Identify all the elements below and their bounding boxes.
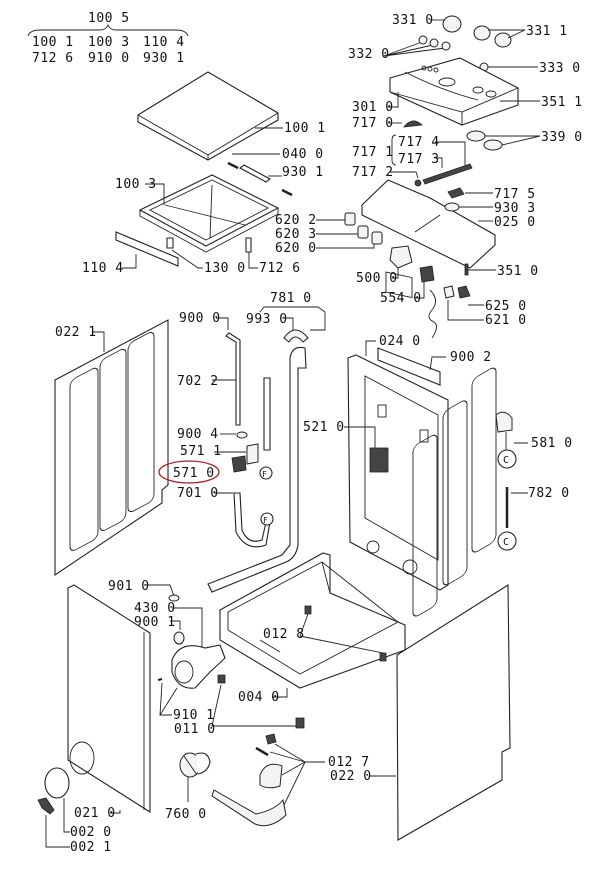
part-label-332-0: 332 0 xyxy=(348,47,390,62)
kit-item: 712 6 xyxy=(32,51,74,66)
part-label-621-0: 621 0 xyxy=(485,313,527,328)
part-label-022-0: 022 0 xyxy=(330,769,372,784)
part-label-025-0: 025 0 xyxy=(494,215,536,230)
part-label-351-1: 351 1 xyxy=(541,95,583,110)
part-label-012-8: 012 8 xyxy=(263,627,305,642)
connector-f-label-2: F xyxy=(263,516,268,525)
part-label-002-1: 002 1 xyxy=(70,840,112,855)
connector-c-label-2: C xyxy=(503,537,510,548)
part-label-011-0: 011 0 xyxy=(174,722,216,737)
part-label-110-4: 110 4 xyxy=(82,261,124,276)
top-frame xyxy=(138,174,280,253)
kit-item: 100 3 xyxy=(88,35,130,50)
part-label-430-0: 430 0 xyxy=(134,601,176,616)
side-panel-right xyxy=(396,367,511,841)
part-label-040-0: 040 0 xyxy=(282,147,324,162)
connector-c-label: C xyxy=(503,455,510,466)
kit-item: 100 1 xyxy=(32,35,74,50)
valve-571 xyxy=(231,455,247,473)
kit-item: 910 0 xyxy=(88,51,130,66)
part-label-581-0: 581 0 xyxy=(531,436,573,451)
part-label-900-1: 900 1 xyxy=(134,615,176,630)
part-label-901-0: 901 0 xyxy=(108,579,150,594)
connector-f-label: F xyxy=(262,470,267,479)
part-label-760-0: 760 0 xyxy=(165,807,207,822)
top-lid xyxy=(137,71,279,161)
part-label-620-2: 620 2 xyxy=(275,213,317,228)
part-label-021-0: 021 0 xyxy=(74,806,116,821)
part-label-100-3: 100 3 xyxy=(115,177,157,192)
part-label-333-0: 333 0 xyxy=(539,61,581,76)
kit-header-label: 100 5 xyxy=(88,11,130,26)
part-label-022-1: 022 1 xyxy=(55,325,97,340)
part-label-717-5: 717 5 xyxy=(494,187,536,202)
part-label-910-1: 910 1 xyxy=(173,708,215,723)
suppressor-581 xyxy=(495,411,513,433)
part-label-351-0: 351 0 xyxy=(497,264,539,279)
drain-pump xyxy=(171,644,226,689)
part-label-130-0: 130 0 xyxy=(204,261,246,276)
part-label-930-1: 930 1 xyxy=(282,165,324,180)
control-board xyxy=(361,179,496,299)
bracket-900-2 xyxy=(377,347,441,386)
part-label-712-6: 712 6 xyxy=(259,261,301,276)
part-label-717-1: 717 1 xyxy=(352,145,394,160)
part-label-900-4: 900 4 xyxy=(177,427,219,442)
part-label-930-3: 930 3 xyxy=(494,201,536,216)
part-label-331-0: 331 0 xyxy=(392,13,434,28)
kit-item: 930 1 xyxy=(143,51,185,66)
door-ring xyxy=(44,767,70,799)
base-frame xyxy=(219,552,406,689)
lever-part xyxy=(211,789,287,827)
part-label-301-0: 301 0 xyxy=(352,100,394,115)
hose-702 xyxy=(225,332,241,426)
part-label-024-0: 024 0 xyxy=(379,334,421,349)
part-label-100-1: 100 1 xyxy=(284,121,326,136)
part-label-004-0: 004 0 xyxy=(238,690,280,705)
part-label-012-7: 012 7 xyxy=(328,755,370,770)
part-label-625-0: 625 0 xyxy=(485,299,527,314)
part-label-620-3: 620 3 xyxy=(275,227,317,242)
part-label-900-0: 900 0 xyxy=(179,311,221,326)
part-label-521-0: 521 0 xyxy=(303,420,345,435)
part-label-717-0: 717 0 xyxy=(352,116,394,131)
part-label-002-0: 002 0 xyxy=(70,825,112,840)
kit-item: 110 4 xyxy=(143,35,185,50)
kit-group: 100 5 100 1 100 3 110 4 712 6 910 0 930 … xyxy=(27,11,189,66)
part-label-701-0: 701 0 xyxy=(177,486,219,501)
part-label-900-2: 900 2 xyxy=(450,350,492,365)
part-label-717-2: 717 2 xyxy=(352,165,394,180)
part-label-993-0: 993 0 xyxy=(246,312,288,327)
part-label-620-0: 620 0 xyxy=(275,241,317,256)
part-label-781-0: 781 0 xyxy=(270,291,312,306)
control-panel xyxy=(389,57,519,126)
drain-hose xyxy=(207,346,307,593)
part-label-554-0: 554 0 xyxy=(380,291,422,306)
drain-filter xyxy=(179,752,211,778)
part-label-717-4: 717 4 xyxy=(398,135,440,150)
part-label-717-3: 717 3 xyxy=(398,152,440,167)
side-panel-left xyxy=(54,319,169,577)
part-label-500-0: 500 0 xyxy=(356,271,398,286)
part-label-331-1: 331 1 xyxy=(526,24,568,39)
part-label-702-2: 702 2 xyxy=(177,374,219,389)
front-trim xyxy=(115,231,179,267)
pump-500 xyxy=(389,245,413,269)
back-panel xyxy=(347,354,449,591)
hose-f-connector xyxy=(263,377,271,451)
kit-brace xyxy=(27,23,189,37)
front-panel xyxy=(67,584,151,814)
part-label-571-0: 571 0 xyxy=(173,466,215,481)
hinge-part xyxy=(37,797,55,815)
part-label-782-0: 782 0 xyxy=(528,486,570,501)
highlight-ellipse-571-0 xyxy=(158,460,220,484)
part-label-571-1: 571 1 xyxy=(180,444,222,459)
part-label-339-0: 339 0 xyxy=(541,130,583,145)
